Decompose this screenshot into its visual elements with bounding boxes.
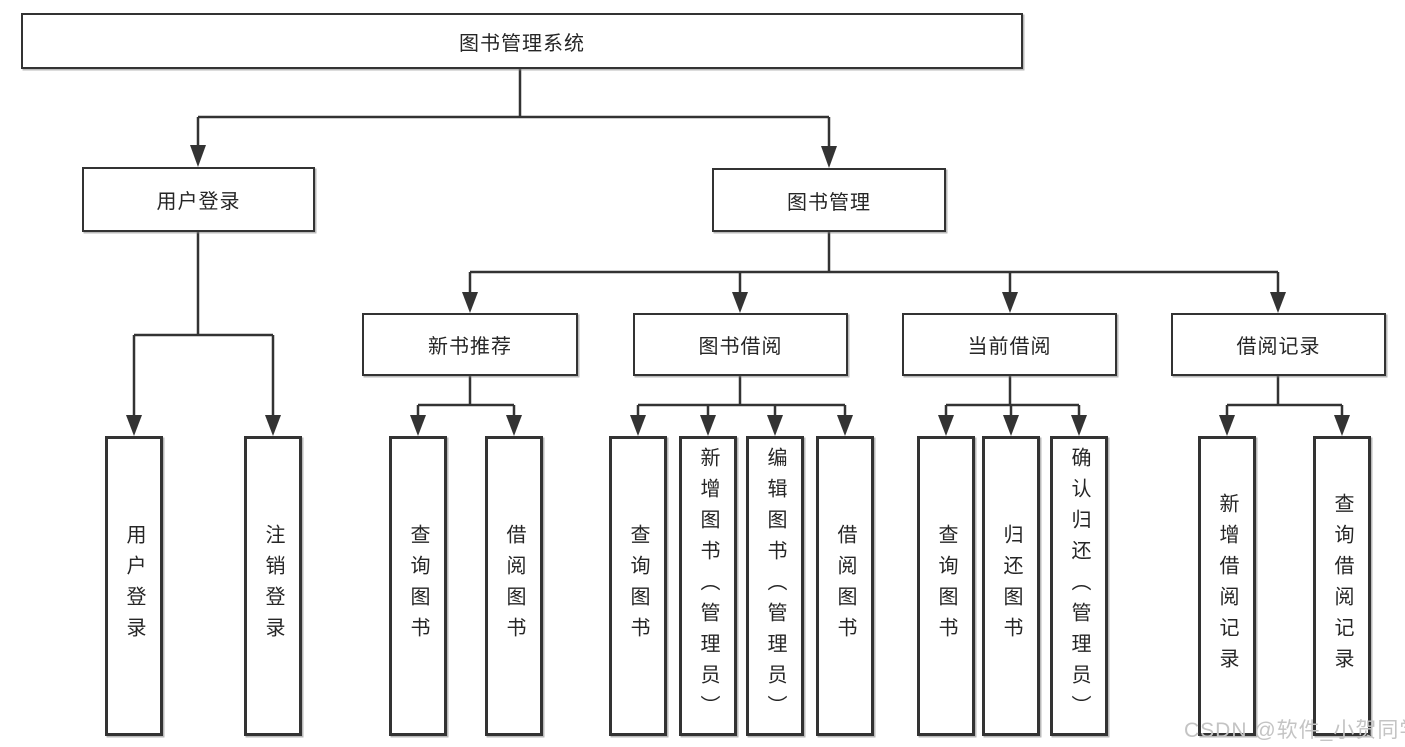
leaf-user-login: 用户登录 [105,436,163,736]
leaf-add-borrow-record-label: 新增借阅记录 [1216,493,1238,679]
node-book-borrowing: 图书借阅 [633,313,848,376]
leaf-borrow-books-recommend: 借阅图书 [485,436,543,736]
node-borrow-records-label: 借阅记录 [1236,336,1321,358]
leaf-user-login-label: 用户登录 [123,524,145,648]
node-borrow-records: 借阅记录 [1171,313,1386,376]
leaf-confirm-return-admin-label: 确认归还（管理员） [1068,446,1090,726]
leaf-query-borrow-record: 查询借阅记录 [1313,436,1371,736]
leaf-add-borrow-record: 新增借阅记录 [1198,436,1256,736]
node-book-management: 图书管理 [712,168,946,232]
node-book-management-label: 图书管理 [787,191,871,214]
leaf-return-books-label: 归还图书 [1000,524,1022,648]
leaf-query-books-recommend-label: 查询图书 [407,524,429,648]
leaf-query-books-recommend: 查询图书 [389,436,447,736]
leaf-borrow-books-recommend-label: 借阅图书 [503,524,525,648]
watermark: CSDN @软件_小贺同学 [1184,719,1405,742]
node-new-book-recommend-label: 新书推荐 [428,336,512,358]
node-root-label: 图书管理系统 [459,32,585,55]
leaf-query-books-borrowing-label: 查询图书 [627,524,649,648]
leaf-logout: 注销登录 [244,436,302,736]
leaf-query-books-borrowing: 查询图书 [609,436,667,736]
node-book-borrowing-label: 图书借阅 [698,336,783,358]
leaf-edit-books-admin-label: 编辑图书（管理员） [764,446,786,726]
leaf-borrow-books-label: 借阅图书 [834,524,856,648]
leaf-add-books-admin: 新增图书（管理员） [679,436,737,736]
leaf-return-books: 归还图书 [982,436,1040,736]
node-new-book-recommend: 新书推荐 [362,313,578,376]
leaf-query-books-current: 查询图书 [917,436,975,736]
leaf-query-books-current-label: 查询图书 [935,524,957,648]
node-user-login: 用户登录 [82,167,315,232]
leaf-add-books-admin-label: 新增图书（管理员） [697,446,719,726]
node-root: 图书管理系统 [21,13,1023,69]
node-user-login-label: 用户登录 [156,191,241,213]
leaf-query-borrow-record-label: 查询借阅记录 [1331,493,1353,679]
leaf-logout-label: 注销登录 [262,524,284,648]
leaf-edit-books-admin: 编辑图书（管理员） [746,436,804,736]
leaf-borrow-books: 借阅图书 [816,436,874,736]
node-current-borrowing-label: 当前借阅 [967,336,1052,358]
leaf-confirm-return-admin: 确认归还（管理员） [1050,436,1108,736]
node-current-borrowing: 当前借阅 [902,313,1117,376]
